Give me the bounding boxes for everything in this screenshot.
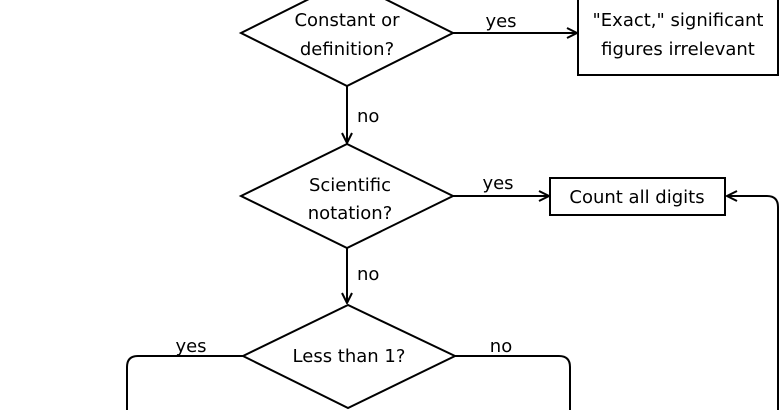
- box-count-all-digits-label: Count all digits: [569, 187, 704, 208]
- decision-scientific-line1: Scientific: [309, 175, 391, 196]
- decision-scientific-line2: notation?: [308, 203, 393, 224]
- label-less-yes: yes: [175, 336, 206, 357]
- label-constant-yes: yes: [485, 11, 516, 32]
- decision-constant-line1: Constant or: [294, 10, 400, 31]
- box-exact-line2: figures irrelevant: [601, 39, 755, 60]
- box-exact-line1: "Exact," significant: [593, 10, 764, 31]
- decision-scientific-notation: Scientific notation?: [238, 142, 456, 250]
- decision-less-than-one: Less than 1?: [240, 303, 458, 410]
- connector-less-no: [455, 355, 571, 410]
- connector-less-yes: [126, 355, 243, 410]
- arrow-return-count-all: [727, 196, 779, 410]
- box-exact-significant-figures: "Exact," significant figures irrelevant: [577, 0, 779, 76]
- label-constant-no: no: [357, 106, 379, 127]
- label-scientific-yes: yes: [482, 173, 513, 194]
- box-count-all-digits: Count all digits: [549, 177, 726, 216]
- decision-less-than-one-label: Less than 1?: [293, 346, 406, 367]
- label-scientific-no: no: [357, 264, 379, 285]
- decision-constant-line2: definition?: [300, 39, 394, 60]
- decision-constant-or-definition: Constant or definition?: [238, 0, 456, 88]
- label-less-no: no: [490, 336, 512, 357]
